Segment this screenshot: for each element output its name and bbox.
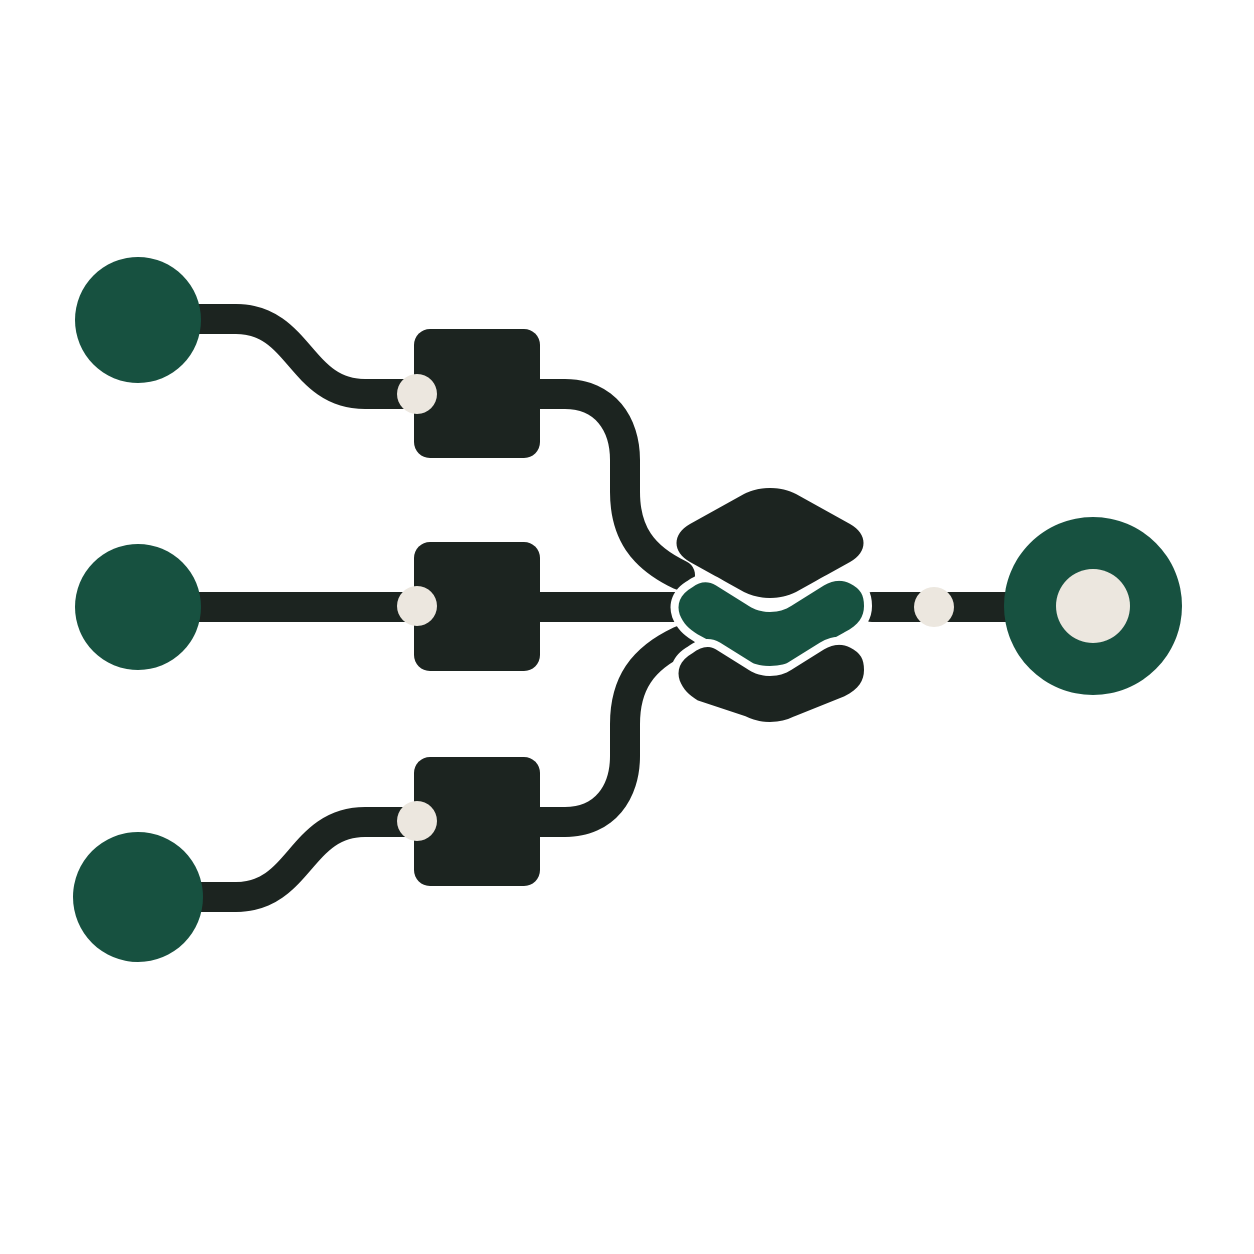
ring-node-center [1056,569,1130,643]
output-node [1004,517,1182,695]
circle-node-icon [75,544,201,670]
port-dot-icon [397,374,437,414]
ports [397,374,954,841]
connectors [175,304,1030,912]
circle-node-icon [75,257,201,383]
circle-node-icon [73,832,203,962]
connector-process-bottom-to-merge [520,626,695,837]
port-dot-icon [397,586,437,626]
square-node-icon [414,757,540,886]
square-node-icon [414,329,540,458]
connector-input-bottom-to-process-bottom [175,807,435,912]
port-dot-icon [914,587,954,627]
connector-input-top-to-process-top [175,304,435,409]
layer-bottom [670,636,873,730]
input-nodes [73,257,203,962]
layers-stack-icon [670,488,873,730]
square-node-icon [414,542,540,671]
port-dot-icon [397,801,437,841]
connector-process-top-to-merge [520,379,695,590]
process-nodes [414,329,540,886]
layer-top [676,488,864,598]
